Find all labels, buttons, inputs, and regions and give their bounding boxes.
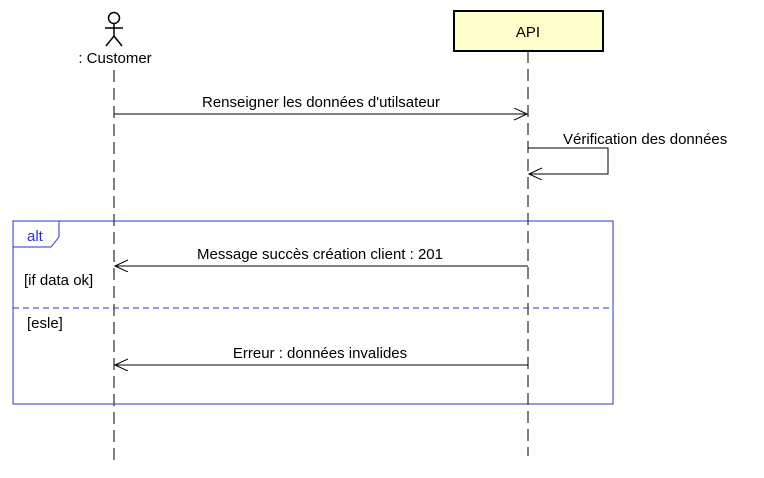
alt-fragment[interactable]: alt [if data ok] [esle] bbox=[12, 220, 614, 405]
alt-operator-tab bbox=[13, 220, 60, 248]
message-self-check[interactable]: Vérification des données bbox=[528, 131, 727, 174]
message-self-check-arrow bbox=[528, 147, 609, 174]
stick-figure-icon bbox=[105, 11, 123, 47]
alt-fragment-frame bbox=[12, 220, 614, 405]
message-request-label: Renseigner les données d'utilsateur bbox=[202, 94, 440, 111]
customer-label: : Customer bbox=[78, 50, 151, 67]
api-participant[interactable]: API bbox=[453, 10, 604, 52]
message-request[interactable]: Renseigner les données d'utilsateur bbox=[114, 94, 527, 114]
alt-operator-label: alt bbox=[27, 228, 44, 245]
guard-else: [esle] bbox=[27, 315, 63, 332]
customer-actor[interactable]: : Customer bbox=[78, 11, 152, 68]
message-success-label: Message succès création client : 201 bbox=[197, 246, 443, 263]
message-self-check-label: Vérification des données bbox=[563, 131, 727, 148]
message-error[interactable]: Erreur : données invalides bbox=[115, 345, 528, 365]
api-participant-box bbox=[453, 10, 604, 52]
message-error-label: Erreur : données invalides bbox=[233, 345, 407, 362]
message-success[interactable]: Message succès création client : 201 bbox=[115, 246, 528, 266]
guard-data-ok: [if data ok] bbox=[24, 272, 93, 289]
api-label: API bbox=[516, 24, 540, 41]
